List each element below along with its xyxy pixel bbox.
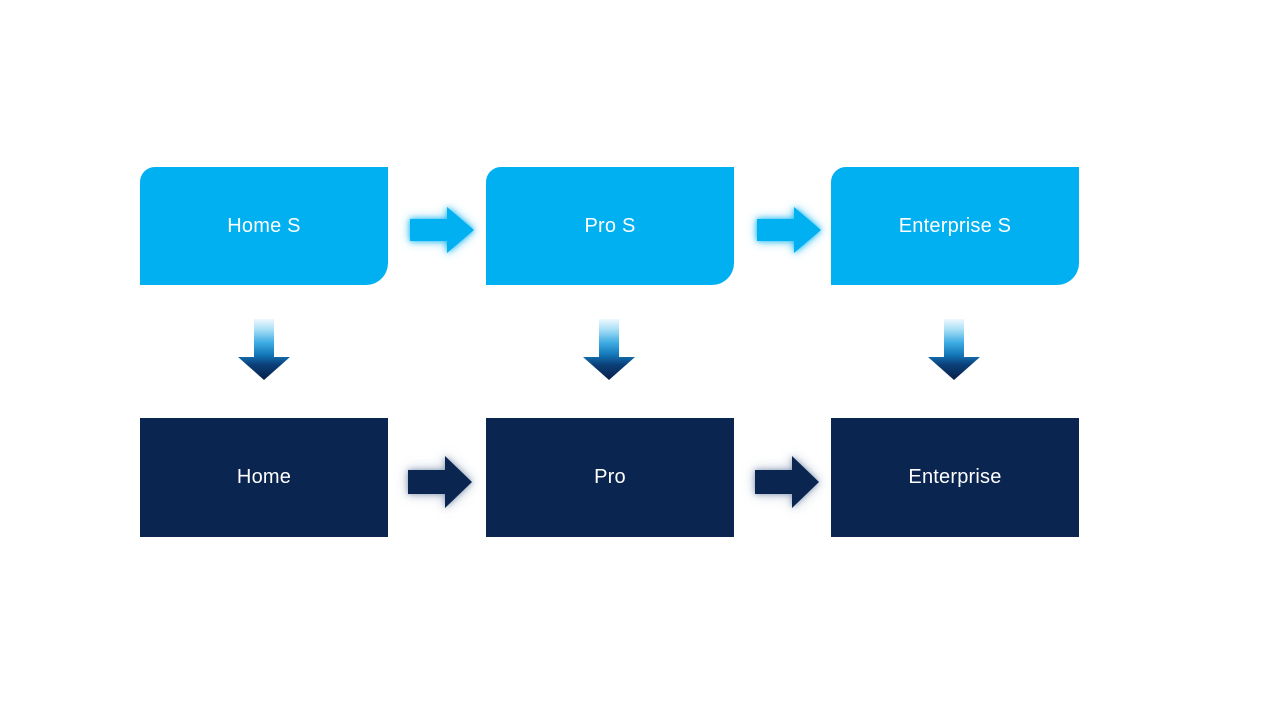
- node-home: Home: [140, 418, 388, 537]
- node-pro-label: Pro: [594, 466, 626, 488]
- node-enterprise-s: Enterprise S: [831, 167, 1079, 285]
- right-arrow-icon: [410, 207, 474, 253]
- down-arrow-icon: [928, 319, 980, 380]
- node-enterprise-label: Enterprise: [908, 466, 1002, 488]
- node-pro-s: Pro S: [486, 167, 734, 285]
- node-home-s: Home S: [140, 167, 388, 285]
- down-arrow-icon: [238, 319, 290, 380]
- node-home-s-label: Home S: [227, 214, 301, 237]
- right-arrow-icon: [757, 207, 821, 253]
- node-enterprise-s-label: Enterprise S: [898, 214, 1012, 237]
- node-pro-s-label: Pro S: [584, 214, 636, 237]
- node-enterprise: Enterprise: [831, 418, 1079, 537]
- right-arrow-icon: [755, 456, 819, 508]
- down-arrow-icon: [583, 319, 635, 380]
- node-home-label: Home: [236, 466, 292, 488]
- node-pro: Pro: [486, 418, 734, 537]
- right-arrow-icon: [408, 456, 472, 508]
